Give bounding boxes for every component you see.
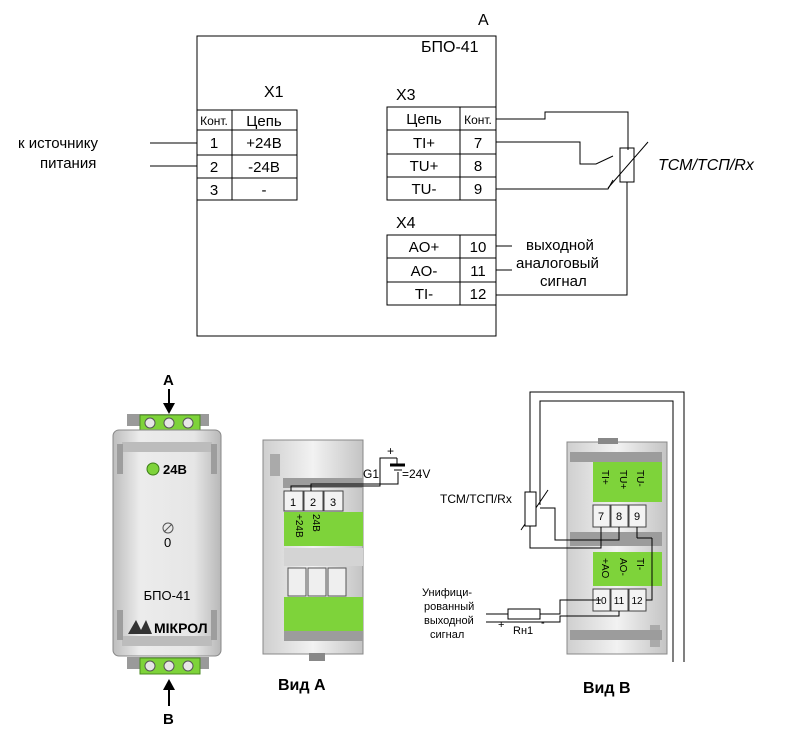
x3-table <box>386 106 497 201</box>
screw-icon <box>144 417 156 429</box>
view-b-top-pin-label-3: TU- <box>634 470 645 487</box>
view-b-bottom-terminal-10: 10 <box>595 596 607 607</box>
view-a-pin-label-1: +24В <box>293 514 304 538</box>
view-b-bottom-pin-label-2: AO- <box>617 558 628 576</box>
brand-logo-icon <box>128 620 152 634</box>
view-a-terminal-1: 1 <box>290 497 296 509</box>
view-a-source-name: G1 <box>363 467 379 481</box>
front-view: A 24В 0 БПО-41 МІКРОЛ B <box>112 372 222 728</box>
view-b-bottom-terminal-11: 11 <box>614 596 625 607</box>
sensor-label: ТСМ/ТСП/Rх <box>658 157 755 174</box>
sensor-wiring <box>496 111 649 296</box>
view-a-pin-label-2: 24В <box>310 514 321 532</box>
view-a-caption: Вид А <box>278 677 326 694</box>
load-plus: + <box>498 619 504 631</box>
x1-head-contact: Конт. <box>200 114 228 128</box>
arrow-a-label: A <box>163 372 174 389</box>
x3-circuit-3: TU- <box>412 181 437 198</box>
screw-icon <box>144 660 156 672</box>
x3-circuit-1: TI+ <box>413 135 435 152</box>
x1-circuit-1: +24В <box>246 135 281 152</box>
x1-contact-1: 1 <box>210 135 218 152</box>
power-led-icon <box>146 462 160 476</box>
view-b-bottom-pin-label-1: +AO <box>599 558 610 579</box>
view-b-top-terminal-7: 7 <box>598 511 604 523</box>
view-a-green-block-lower <box>284 597 363 631</box>
output-label-line2: аналоговый <box>516 255 599 272</box>
view-b: TI+ TU+ TU- 7 8 9 +AO AO- TI- 10 11 12 <box>422 391 685 697</box>
front-model: БПО-41 <box>144 588 191 603</box>
signal-label-line2: рованный <box>424 601 474 613</box>
x4-contact-1: 10 <box>470 239 487 256</box>
x1-title: X1 <box>264 84 284 101</box>
arrow-b-icon <box>163 679 175 690</box>
brand-name: МІКРОЛ <box>154 620 208 636</box>
schematic <box>150 35 649 337</box>
power-label-line2: питания <box>40 155 96 172</box>
x1-head-circuit: Цепь <box>246 113 282 130</box>
power-label-line1: к источнику <box>18 135 99 152</box>
view-a-source-voltage: =24V <box>402 467 430 481</box>
x1-contact-2: 2 <box>210 159 218 176</box>
x4-circuit-2: AO- <box>411 263 438 280</box>
device-name: БПО-41 <box>421 39 479 56</box>
x4-circuit-3: TI- <box>415 286 433 303</box>
load-name: Rн1 <box>513 625 533 637</box>
output-label-line1: выходной <box>526 237 594 254</box>
x3-contact-2: 8 <box>474 158 482 175</box>
device-letter: A <box>478 12 489 29</box>
device-box <box>196 35 497 337</box>
arrow-b-label: B <box>163 711 174 728</box>
x3-contact-3: 9 <box>474 181 482 198</box>
x1-circuit-3: - <box>262 182 267 199</box>
x4-title: X4 <box>396 215 416 232</box>
adjust-value: 0 <box>164 535 171 550</box>
view-a-terminal-2: 2 <box>310 497 316 509</box>
x4-circuit-1: AO+ <box>409 239 440 256</box>
view-a: 1 2 3 +24В 24В + G1 =24V Вид А <box>262 439 430 694</box>
adjust-screw-icon <box>162 522 174 534</box>
view-b-green-top <box>593 462 662 502</box>
signal-label-line4: сигнал <box>430 629 464 641</box>
signal-label-line1: Унифици- <box>422 587 472 599</box>
view-b-bottom-terminal-12: 12 <box>631 596 643 607</box>
view-b-caption: Вид В <box>583 680 631 697</box>
front-housing <box>112 429 222 657</box>
view-a-terminal-3: 3 <box>330 497 336 509</box>
x3-head-contact: Конт. <box>464 113 492 127</box>
view-a-plus: + <box>387 444 394 458</box>
output-label-line3: сигнал <box>540 273 587 290</box>
screw-icon <box>163 417 175 429</box>
x3-head-circuit: Цепь <box>406 111 442 128</box>
x1-contact-3: 3 <box>210 182 218 199</box>
load-resistor <box>507 608 541 620</box>
view-b-top-pin-label-2: TU+ <box>617 470 628 489</box>
x4-contact-2: 11 <box>470 263 486 280</box>
sensor-resistor <box>619 147 635 183</box>
x1-circuit-2: -24В <box>248 159 280 176</box>
view-a-green-block <box>284 512 363 546</box>
signal-label-line3: выходной <box>424 615 474 627</box>
x3-circuit-2: TU+ <box>410 158 439 175</box>
load-minus: - <box>541 617 545 629</box>
view-b-top-terminal-9: 9 <box>634 511 640 523</box>
screw-icon <box>163 660 175 672</box>
screw-icon <box>182 417 194 429</box>
view-b-green-bottom <box>593 552 662 586</box>
x3-contact-1: 7 <box>474 135 482 152</box>
arrow-a-icon <box>163 403 175 414</box>
view-b-sensor-resistor <box>524 491 537 527</box>
screw-icon <box>182 660 194 672</box>
x3-title: X3 <box>396 87 416 104</box>
view-b-top-pin-label-1: TI+ <box>599 470 610 485</box>
view-b-sensor-label: ТСМ/ТСП/Rх <box>440 492 512 506</box>
view-b-top-terminal-8: 8 <box>616 511 622 523</box>
led-label: 24В <box>163 462 187 477</box>
view-b-bottom-pin-label-3: TI- <box>634 558 645 570</box>
x4-contact-3: 12 <box>470 286 487 303</box>
x1-table <box>196 109 298 201</box>
